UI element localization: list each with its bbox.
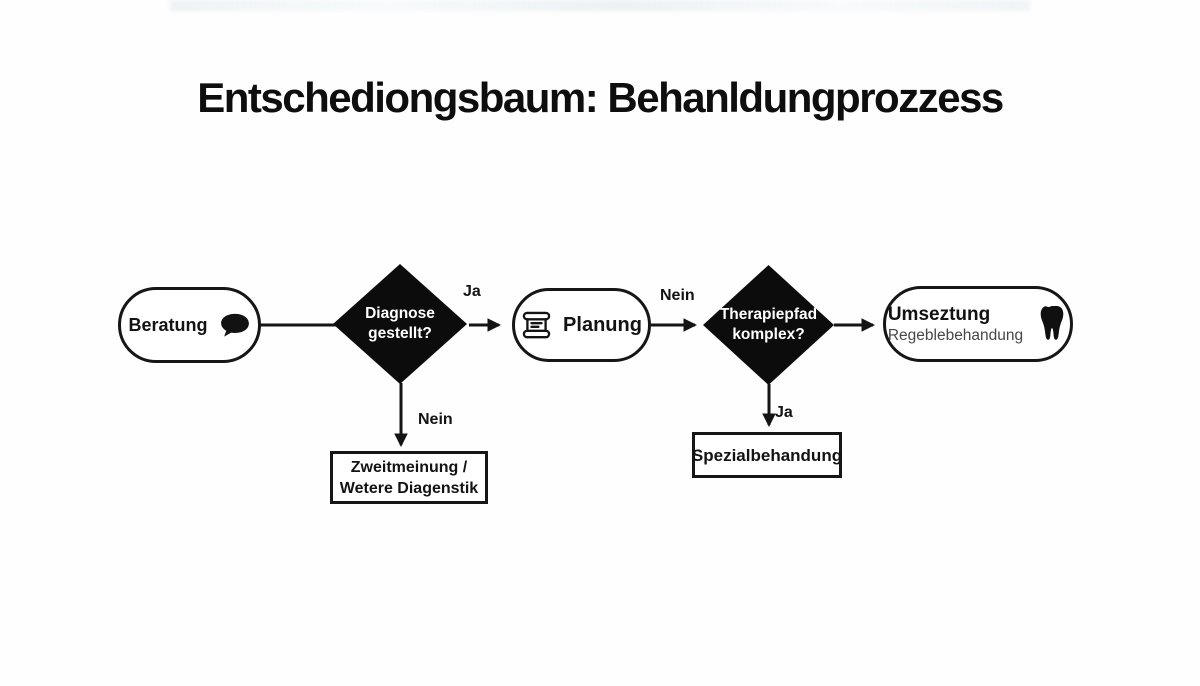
node-umsetzung: Umseztung Regeblebehandung — [883, 286, 1073, 362]
tooth-icon — [1040, 306, 1064, 340]
umsetzung-text: Umseztung Regeblebehandung — [888, 303, 1023, 345]
scroll-icon — [522, 311, 551, 339]
diagnose-line2: gestellt? — [368, 325, 432, 342]
therapiepfad-line2: komplex? — [732, 326, 805, 343]
edge-label-ja-diagnose: Ja — [463, 283, 481, 300]
beratung-label: Beratung — [128, 314, 208, 335]
umsetzung-sublabel: Regeblebehandung — [887, 327, 1024, 344]
edge-label-nein-diagnose: Nein — [418, 411, 453, 428]
node-spezialbehandlung: Spezialbehandung — [692, 432, 842, 478]
node-planung: Planung — [512, 288, 651, 362]
node-zweitmeinung: Zweitmeinung / Wetere Diagenstik — [330, 451, 488, 504]
edge-label-ja-therapiepfad: Ja — [775, 404, 793, 421]
node-beratung: Beratung — [118, 287, 261, 363]
edge-label-nein-planung: Nein — [660, 287, 695, 304]
zweitmeinung-line1: Zweitmeinung / — [350, 458, 468, 476]
umsetzung-label: Umseztung — [887, 304, 991, 325]
planung-label: Planung — [563, 313, 642, 336]
diagnose-line1: Diagnose — [365, 305, 435, 322]
speech-bubble-icon — [220, 313, 249, 337]
diagram-title: Entschediongsbaum: Behanldungprozzess — [197, 74, 1004, 121]
cropped-text-artifact — [170, 0, 1030, 11]
therapiepfad-line1: Therapiepfad — [719, 306, 818, 323]
zweitmeinung-line2: Wetere Diagenstik — [339, 479, 479, 497]
spezialbehandlung-label: Spezialbehandung — [691, 445, 843, 465]
